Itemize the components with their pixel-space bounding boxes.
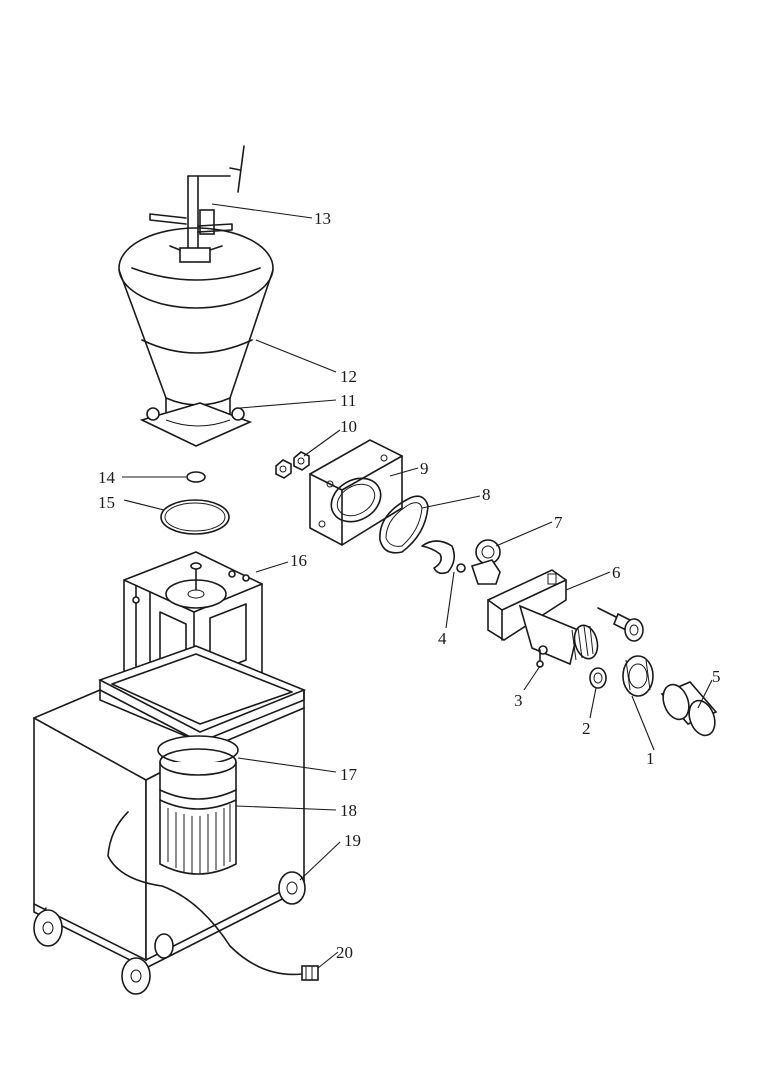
pump-housing-part — [309, 439, 403, 546]
leader-4 — [445, 571, 455, 629]
agitator-part — [149, 145, 245, 263]
hopper-flange-part — [139, 402, 253, 447]
caster-front-part — [121, 957, 151, 995]
callout-18: 18 — [340, 801, 357, 820]
leader-10 — [303, 429, 341, 457]
leader-6 — [565, 571, 611, 591]
callout-4: 4 — [438, 629, 447, 648]
callout-16: 16 — [290, 551, 307, 570]
nozzle-part — [660, 681, 718, 737]
leader-12 — [255, 339, 337, 373]
leader-8 — [421, 495, 481, 509]
rotor-part — [421, 540, 466, 575]
leader-18 — [235, 805, 337, 811]
leader-5 — [697, 679, 713, 709]
callout-5: 5 — [712, 667, 721, 686]
outlet-body-part — [487, 569, 599, 666]
leader-20 — [317, 951, 339, 969]
washer-part — [589, 667, 607, 689]
leader-7 — [495, 521, 553, 547]
leader-9 — [389, 467, 419, 477]
callout-2: 2 — [582, 719, 591, 738]
caster-right-part — [278, 871, 306, 905]
leader-3 — [523, 665, 541, 691]
cam-part — [470, 539, 501, 585]
leader-1 — [631, 695, 655, 751]
callout-9: 9 — [420, 459, 429, 478]
leader-17 — [237, 757, 337, 773]
leader-16 — [255, 561, 289, 573]
nuts-part — [275, 451, 310, 479]
caster-left-part — [33, 907, 63, 947]
callout-7: 7 — [554, 513, 563, 532]
union-nut-part — [622, 655, 654, 697]
motor-part — [157, 735, 239, 875]
callout-14: 14 — [98, 468, 116, 487]
callout-20: 20 — [336, 943, 353, 962]
callout-6: 6 — [612, 563, 621, 582]
callout-3: 3 — [514, 691, 523, 710]
callout-19: 19 — [344, 831, 361, 850]
callout-11: 11 — [340, 391, 356, 410]
pin-part — [597, 607, 644, 642]
callout-12: 12 — [340, 367, 357, 386]
callout-13: 13 — [314, 209, 331, 228]
leader-2 — [589, 687, 597, 719]
leader-13 — [211, 203, 313, 219]
callout-15: 15 — [98, 493, 115, 512]
callout-labels: 13 12 11 10 9 8 7 6 5 4 3 2 1 14 15 16 1… — [98, 209, 721, 962]
leader-15 — [123, 499, 165, 511]
screw-part — [536, 649, 544, 668]
callout-10: 10 — [340, 417, 357, 436]
o-ring-part — [160, 499, 230, 535]
callout-8: 8 — [482, 485, 491, 504]
callout-1: 1 — [646, 749, 655, 768]
small-ring-part — [186, 471, 206, 483]
power-cable-part — [107, 811, 319, 981]
leader-11 — [239, 399, 337, 409]
leader-19 — [299, 841, 341, 881]
leader-lines — [122, 203, 713, 969]
caster-mid-part — [154, 933, 174, 959]
callout-17: 17 — [340, 765, 358, 784]
